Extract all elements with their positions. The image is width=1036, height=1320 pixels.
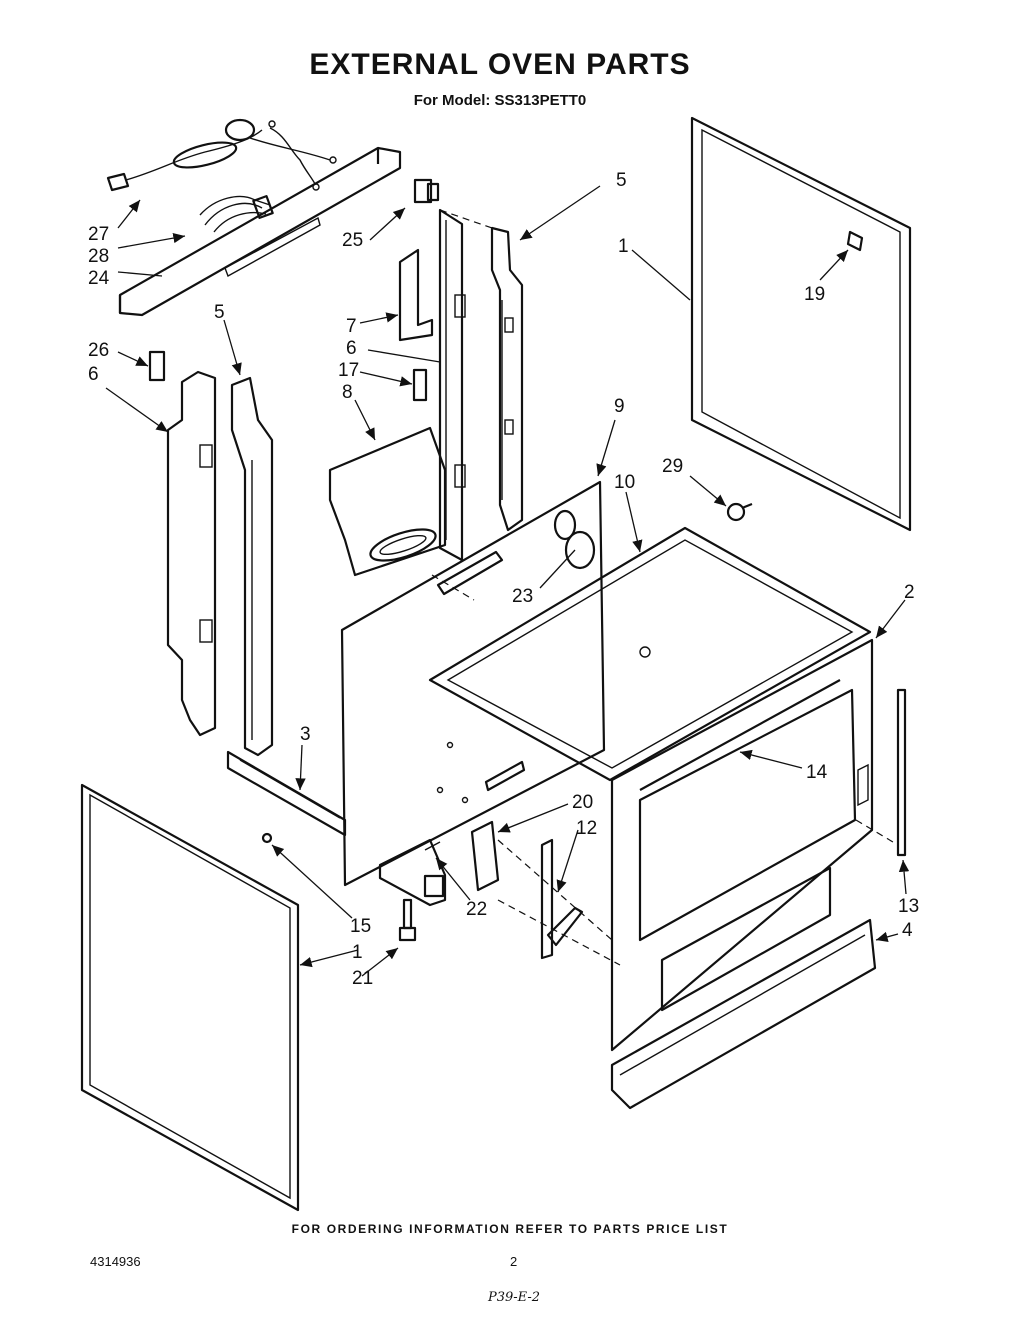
side-panel-left-lower	[80, 783, 300, 1212]
callout-21: 21	[352, 968, 373, 989]
bottom-rail-part	[226, 750, 347, 837]
leveling-leg-21-part	[398, 898, 417, 942]
model-subtitle: For Model: SS313PETT0	[413, 92, 587, 109]
flue-part	[398, 248, 434, 342]
screw-29-part	[726, 502, 753, 522]
callout-20: 20	[572, 792, 593, 813]
assembly-line	[855, 819, 899, 846]
callout-2: 2	[904, 582, 915, 603]
power-cord-part	[106, 118, 337, 192]
oven-top-part	[428, 526, 872, 782]
front-frame-part	[610, 638, 874, 1052]
assembly-line	[439, 209, 493, 229]
assembly-line	[497, 839, 613, 941]
callout-26: 26	[88, 340, 109, 361]
side-panel-center	[438, 208, 466, 562]
callout-22: 22	[466, 899, 487, 920]
bracket-part	[413, 178, 440, 204]
hinge-12-part	[540, 838, 584, 960]
assembly-line	[431, 574, 475, 601]
assembly-line	[497, 899, 621, 966]
control-panel-part	[118, 146, 402, 317]
bracket-26-part	[148, 350, 166, 382]
page-title: EXTERNAL OVEN PARTS	[309, 48, 691, 81]
callout-10: 10	[614, 472, 635, 493]
callout-1-bottom: 1	[352, 942, 363, 963]
leader-lines	[105, 185, 910, 977]
callout-23: 23	[512, 586, 533, 607]
callout-24: 24	[88, 268, 110, 289]
callout-6-left: 6	[88, 364, 99, 385]
rod-13-part	[896, 688, 907, 857]
callout-9: 9	[614, 396, 625, 417]
callout-5-top: 5	[616, 170, 627, 191]
callout-labels: 27 28 24 25 5 1 19 5 26 6 7 6 17 8 9 10 …	[88, 170, 919, 989]
page-number: 2	[510, 1254, 518, 1269]
callout-29: 29	[662, 456, 683, 477]
callout-12: 12	[576, 818, 597, 839]
callout-3: 3	[300, 724, 311, 745]
callout-17: 17	[338, 360, 359, 381]
side-frame-left	[230, 376, 274, 757]
callout-28: 28	[88, 246, 109, 267]
burner-shield-part	[328, 426, 447, 577]
screw-15-part	[261, 832, 273, 844]
trim-strip-14	[639, 679, 841, 791]
side-panel-right	[690, 116, 912, 532]
callout-15: 15	[350, 916, 371, 937]
callout-14: 14	[806, 762, 828, 783]
valve-22-part	[378, 838, 447, 907]
callout-8: 8	[342, 382, 353, 403]
callout-5-left: 5	[214, 302, 225, 323]
back-panel-part	[340, 480, 606, 887]
clip-part	[412, 368, 428, 402]
callout-25: 25	[342, 230, 363, 251]
document-number: 4314936	[90, 1254, 141, 1269]
ordering-note: FOR ORDERING INFORMATION REFER TO PARTS …	[291, 1222, 729, 1236]
side-panel-left	[166, 370, 217, 737]
toe-kick-part	[610, 918, 877, 1110]
handwritten-note: P39-E-2	[488, 1290, 541, 1305]
side-frame-center	[490, 226, 524, 532]
callout-1-top: 1	[618, 236, 629, 257]
callout-13: 13	[898, 896, 919, 917]
callout-19: 19	[804, 284, 825, 305]
callout-4: 4	[902, 920, 913, 941]
callout-7: 7	[346, 316, 357, 337]
bracket-20-part	[470, 820, 500, 892]
callout-6-center: 6	[346, 338, 357, 359]
callout-27: 27	[88, 224, 109, 245]
